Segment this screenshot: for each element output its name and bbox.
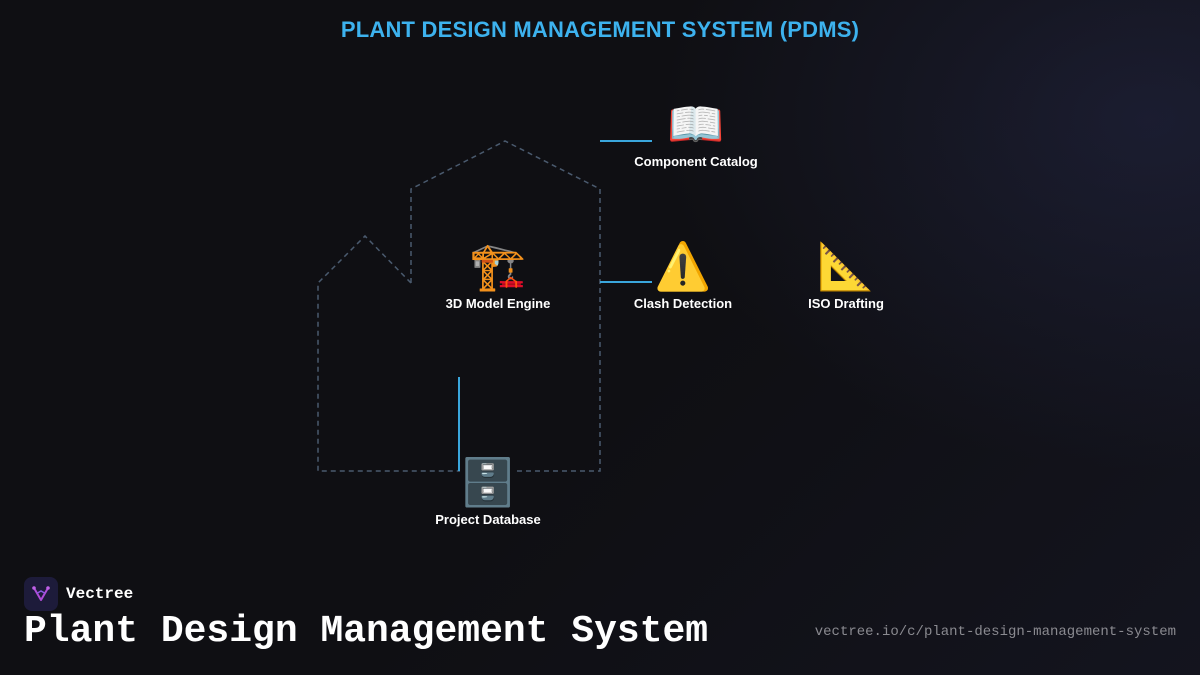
node-label: Component Catalog — [634, 154, 758, 169]
node-label: Clash Detection — [633, 296, 733, 311]
node-3d-model-engine: 🏗️ 3D Model Engine — [428, 240, 568, 311]
node-project-database: 🗄️ Project Database — [418, 456, 558, 527]
node-clash-detection: ⚠️ Clash Detection — [613, 240, 753, 311]
warning-icon: ⚠️ — [654, 240, 712, 292]
file-cabinet-icon: 🗄️ — [459, 456, 517, 508]
source-url[interactable]: vectree.io/c/plant-design-management-sys… — [814, 624, 1176, 640]
brand-name: Vectree — [66, 585, 134, 603]
open-book-icon: 📖 — [667, 98, 725, 150]
triangular-ruler-icon: 📐 — [817, 240, 875, 292]
page-title: PLANT DESIGN MANAGEMENT SYSTEM (PDMS) — [340, 17, 860, 42]
footer-title: Plant Design Management System — [24, 610, 709, 653]
node-label: 3D Model Engine — [445, 296, 551, 311]
vectree-logo-icon — [24, 577, 58, 611]
construction-crane-icon: 🏗️ — [469, 240, 527, 292]
node-label: Project Database — [435, 512, 541, 527]
module-outline-main — [410, 140, 601, 472]
node-iso-drafting: 📐 ISO Drafting — [776, 240, 916, 311]
node-label: ISO Drafting — [808, 296, 884, 311]
brand: Vectree — [24, 577, 133, 611]
node-component-catalog: 📖 Component Catalog — [626, 98, 766, 169]
